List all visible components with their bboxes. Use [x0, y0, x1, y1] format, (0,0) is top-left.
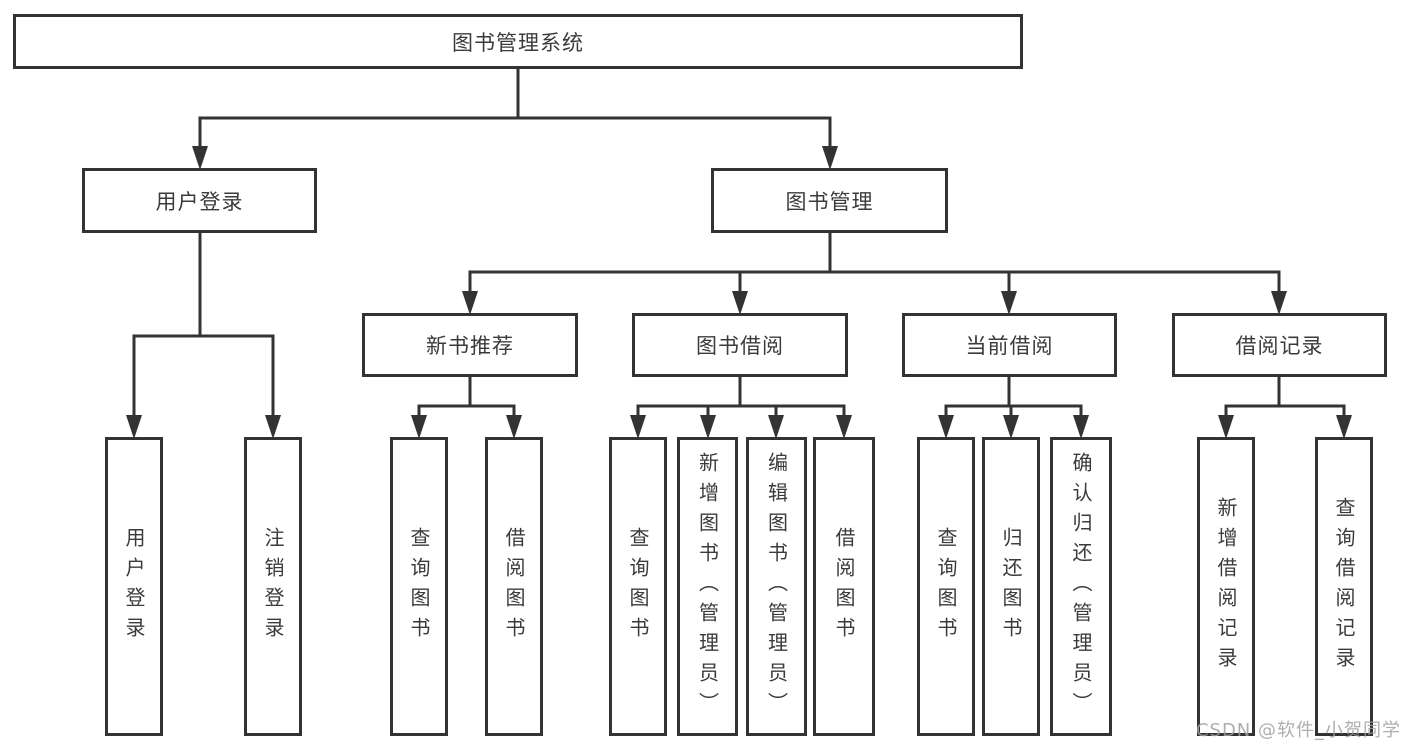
- leaf-logout: 注销登录: [244, 437, 302, 736]
- leaf-user-login: 用户登录: [105, 437, 163, 736]
- node-label: 新增借阅记录: [1214, 496, 1238, 677]
- node-label: 编辑图书（管理员）: [764, 451, 789, 722]
- node-book-borrowing: 图书借阅: [632, 313, 848, 377]
- node-label: 新书推荐: [426, 334, 514, 358]
- leaf-current-query-books: 查询图书: [917, 437, 975, 736]
- node-label: 图书管理: [785, 189, 874, 214]
- node-label: 图书管理系统: [452, 30, 584, 55]
- leaf-confirm-return-admin: 确认归还（管理员）: [1050, 437, 1112, 736]
- node-borrowing-records: 借阅记录: [1172, 313, 1387, 377]
- node-library-system: 图书管理系统: [13, 14, 1023, 69]
- node-label: 查询图书: [626, 526, 650, 647]
- leaf-recommend-query-books: 查询图书: [390, 437, 448, 736]
- leaf-recommend-borrow-books: 借阅图书: [485, 437, 543, 736]
- leaf-add-borrow-record: 新增借阅记录: [1197, 437, 1255, 736]
- node-label: 用户登录: [155, 189, 244, 214]
- node-label: 借阅图书: [502, 526, 526, 647]
- node-label: 用户登录: [122, 526, 146, 647]
- leaf-edit-books-admin: 编辑图书（管理员）: [746, 437, 807, 736]
- node-label: 查询图书: [407, 526, 431, 647]
- leaf-add-books-admin: 新增图书（管理员）: [677, 437, 738, 736]
- node-new-book-recommend: 新书推荐: [362, 313, 578, 377]
- leaf-query-borrow-record: 查询借阅记录: [1315, 437, 1373, 736]
- node-label: 归还图书: [999, 526, 1023, 647]
- node-user-login: 用户登录: [82, 168, 317, 233]
- node-label: 当前借阅: [965, 334, 1054, 358]
- node-book-management: 图书管理: [711, 168, 948, 233]
- watermark: CSDN @软件_小贺同学: [1195, 720, 1401, 741]
- node-label: 查询借阅记录: [1332, 496, 1356, 677]
- leaf-return-books: 归还图书: [982, 437, 1040, 736]
- leaf-borrow-books: 借阅图书: [813, 437, 875, 736]
- node-label: 借阅图书: [832, 526, 856, 647]
- node-label: 注销登录: [261, 526, 285, 647]
- node-label: 确认归还（管理员）: [1069, 451, 1093, 722]
- node-current-borrowing: 当前借阅: [902, 313, 1117, 377]
- node-label: 借阅记录: [1235, 334, 1324, 358]
- leaf-borrowing-query-books: 查询图书: [609, 437, 667, 736]
- node-label: 查询图书: [934, 526, 958, 647]
- node-label: 图书借阅: [696, 334, 784, 358]
- node-label: 新增图书（管理员）: [695, 451, 720, 722]
